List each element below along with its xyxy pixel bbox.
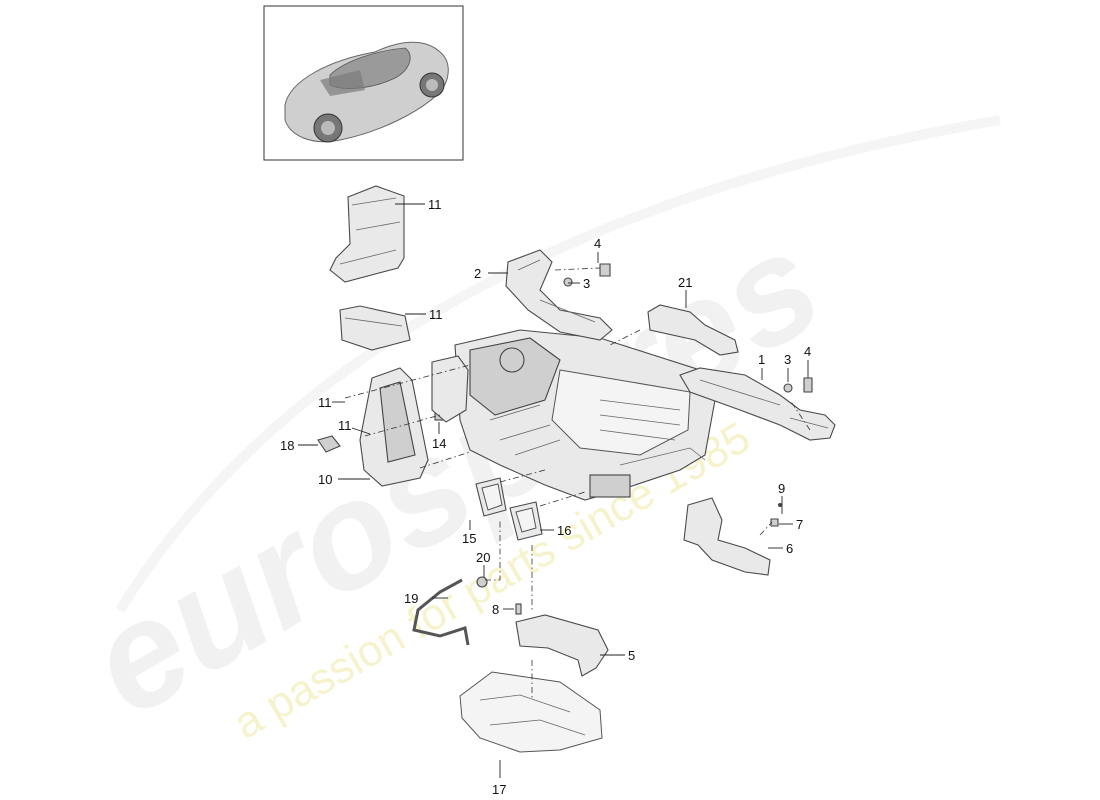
vehicle-reference-thumbnail [263,5,464,161]
car-illustration [284,41,449,143]
part-6-duct [683,497,771,576]
part-17-panel [459,671,603,753]
part-16-gasket [509,501,543,541]
callout-19: 19 [404,591,418,606]
callout-21: 21 [678,275,692,290]
callout-10: 10 [318,472,332,487]
callout-1: 1 [758,352,765,367]
callout-17: 17 [492,782,506,797]
part-12-duct [329,185,405,283]
part-5-duct [515,614,609,677]
callout-2: 2 [474,266,481,281]
leader-lines [298,203,809,778]
watermark-brand: eurospares [62,198,846,748]
part-8-screw [515,603,522,615]
callout-7: 7 [796,517,803,532]
callout-4a: 4 [594,236,601,251]
fasteners-part-7-9 [770,503,782,527]
part-18-clip [317,435,341,453]
callout-12: 11 [428,197,442,212]
part-15-gasket [475,477,507,517]
fasteners-upper [554,263,611,287]
part-20-clip [476,576,488,588]
part-1-duct [679,367,836,441]
callout-15: 15 [462,531,476,546]
callout-3b: 3 [784,352,791,367]
callout-14: 14 [432,436,446,451]
callout-8: 8 [492,602,499,617]
callout-4b: 4 [804,344,811,359]
callout-16: 16 [557,523,571,538]
callout-13: 11 [429,307,443,322]
fasteners-right [783,377,813,393]
assembly-lines [344,329,811,700]
callout-6: 6 [786,541,793,556]
callout-5: 5 [628,648,635,663]
part-10-frame [359,355,469,487]
part-13-insert [339,305,411,351]
hvac-housing [454,329,716,501]
callout-11b: 11 [338,418,352,433]
part-19-hose [412,578,470,646]
callout-9: 9 [778,481,785,496]
callout-18: 18 [280,438,294,453]
part-2-duct [505,249,613,341]
callout-11a: 11 [318,395,332,410]
callout-20: 20 [476,550,490,565]
callout-3a: 3 [583,276,590,291]
part-21-bracket [647,304,739,356]
callout-labels: 11 11 2 3 4 21 1 3 4 11 11 18 10 14 15 1… [280,197,811,797]
